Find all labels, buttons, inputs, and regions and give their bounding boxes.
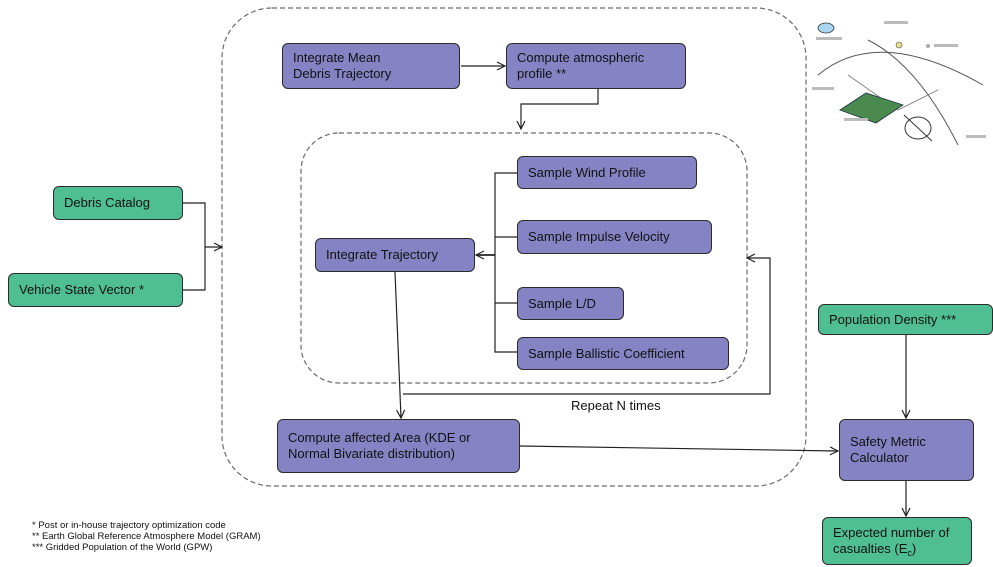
safety-metric-calculator-box: Safety Metric Calculator [839, 419, 974, 481]
population-density-box: Population Density *** [818, 304, 993, 335]
repeat-n-times-label: Repeat N times [571, 398, 661, 413]
sample-ld-box: Sample L/D [517, 287, 624, 320]
connector-catalog [183, 202, 206, 291]
expected-casualties-close: ) [911, 540, 917, 556]
footnote-1: * Post or in-house trajectory optimizati… [32, 520, 226, 531]
compute-affected-area-box: Compute affected Area (KDE or Normal Biv… [277, 419, 520, 473]
debris-catalog-box: Debris Catalog [53, 186, 183, 220]
sample-wind-profile-box: Sample Wind Profile [517, 156, 697, 189]
expected-casualties-text: casualties (E [833, 540, 908, 556]
footnote-3: *** Gridded Population of the World (GPW… [32, 542, 213, 553]
expected-casualties-box: Expected number of casualties (Ec) [822, 517, 972, 565]
sample-ballistic-coefficient-box: Sample Ballistic Coefficient [517, 337, 729, 370]
vehicle-state-vector-box: Vehicle State Vector * [8, 273, 183, 307]
expected-casualties-line1: Expected number of [833, 524, 950, 540]
footnote-2: ** Earth Global Reference Atmosphere Mod… [32, 531, 261, 542]
arrow-atm-to-inner [521, 88, 599, 129]
expected-casualties-line2: casualties (Ec) [833, 541, 916, 558]
compute-atmospheric-profile-box: Compute atmospheric profile ** [506, 43, 686, 89]
integrate-trajectory-box: Integrate Trajectory [315, 238, 475, 272]
arrow-integrate-to-area [394, 271, 401, 418]
expected-casualties-subscript: c [907, 547, 912, 558]
arrow-area-to-safety [519, 445, 838, 451]
reentry-trajectory-illustration [812, 21, 986, 146]
sample-impulse-velocity-box: Sample Impulse Velocity [517, 220, 712, 254]
arrow-repeat-loop [403, 258, 771, 395]
connector-samples [494, 172, 517, 353]
integrate-mean-trajectory-box: Integrate Mean Debris Trajectory [282, 43, 460, 89]
